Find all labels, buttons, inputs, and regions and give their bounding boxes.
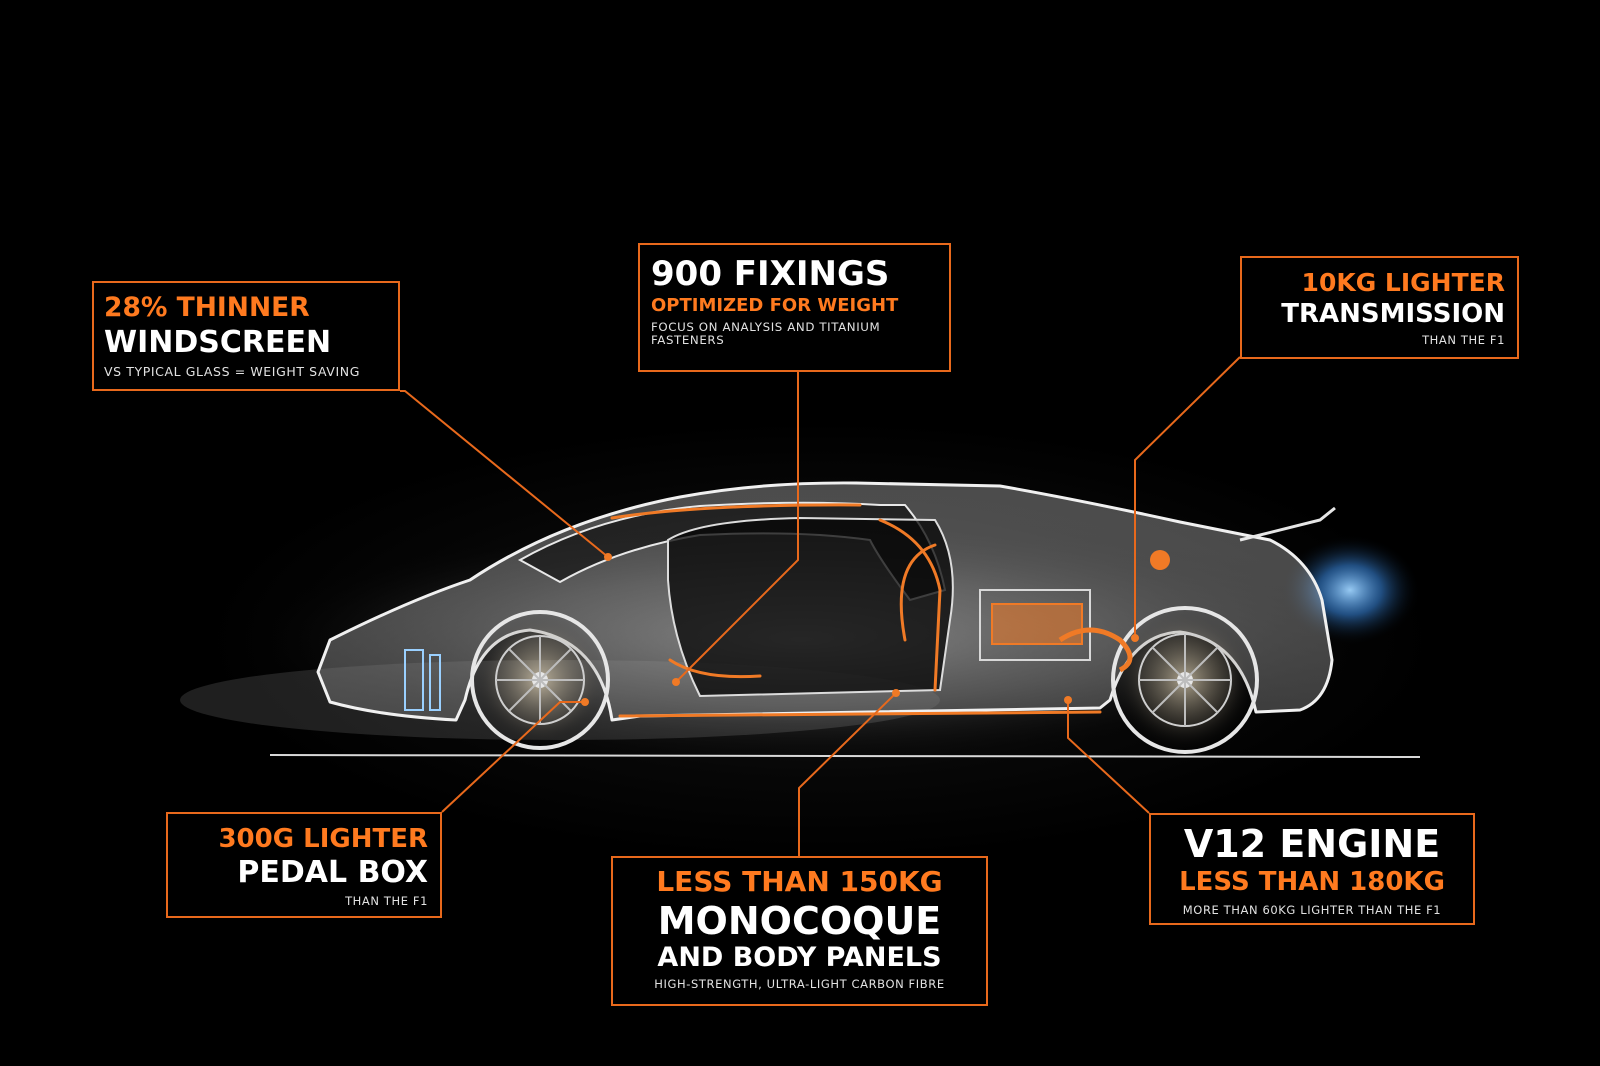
front-details [404, 649, 441, 711]
engine-note: MORE THAN 60KG LIGHTER THAN THE F1 [1182, 903, 1442, 917]
fixings-headline: 900 FIXINGS [651, 254, 890, 294]
door-opening [667, 516, 954, 698]
engine-subtitle: LESS THAN 180KG [1179, 867, 1445, 897]
leader-fixings [675, 372, 799, 683]
ground-line [269, 754, 1421, 758]
transmission-headline: 10KG LIGHTER [1301, 268, 1505, 297]
anchor-windscreen [604, 553, 612, 561]
leader-monocoque [798, 692, 897, 856]
engine-headline: V12 ENGINE [1183, 822, 1441, 866]
windscreen-title: WINDSCREEN [104, 324, 332, 360]
leader-pedal-box [441, 701, 585, 813]
anchor-engine [1064, 696, 1072, 704]
monocoque-title: MONOCOQUE [657, 899, 942, 943]
leader-windscreen [400, 390, 609, 558]
monocoque-subtitle: AND BODY PANELS [657, 942, 942, 973]
anchor-fixings [672, 678, 680, 686]
rear-wing [1239, 506, 1336, 542]
windscreen-headline: 28% THINNER [104, 292, 310, 323]
rear-wheel [1111, 606, 1259, 754]
pedal-box-title: PEDAL BOX [237, 855, 428, 890]
monocoque-headline: LESS THAN 150KG [656, 865, 943, 898]
anchor-pedal-box [581, 698, 589, 706]
pedal-box-note: THAN THE F1 [345, 894, 428, 908]
callout-engine: V12 ENGINE LESS THAN 180KG MORE THAN 60K… [1149, 813, 1475, 925]
callout-windscreen: 28% THINNER WINDSCREEN VS TYPICAL GLASS … [92, 281, 400, 391]
leader-engine [1067, 700, 1150, 814]
transmission-title: TRANSMISSION [1281, 299, 1505, 329]
chassis-highlights [610, 503, 1102, 718]
anchor-monocoque [892, 689, 900, 697]
callout-fixings: 900 FIXINGS OPTIMIZED FOR WEIGHT FOCUS O… [638, 243, 951, 372]
pedal-box-headline: 300G LIGHTER [218, 824, 428, 854]
monocoque-note: HIGH-STRENGTH, ULTRA-LIGHT CARBON FIBRE [654, 977, 945, 991]
callout-transmission: 10KG LIGHTER TRANSMISSION THAN THE F1 [1240, 256, 1519, 359]
fixings-subtitle: OPTIMIZED FOR WEIGHT [651, 295, 899, 316]
windscreen-note: VS TYPICAL GLASS = WEIGHT SAVING [104, 363, 360, 379]
callout-pedal-box: 300G LIGHTER PEDAL BOX THAN THE F1 [166, 812, 442, 918]
front-wheel [470, 610, 610, 750]
transmission-note: THAN THE F1 [1422, 333, 1505, 347]
leader-transmission [1134, 356, 1241, 638]
callout-monocoque: LESS THAN 150KG MONOCOQUE AND BODY PANEL… [611, 856, 988, 1006]
anchor-transmission [1131, 634, 1139, 642]
engine-bay [979, 550, 1170, 673]
fixings-note: FOCUS ON ANALYSIS AND TITANIUM FASTENERS [651, 320, 881, 348]
